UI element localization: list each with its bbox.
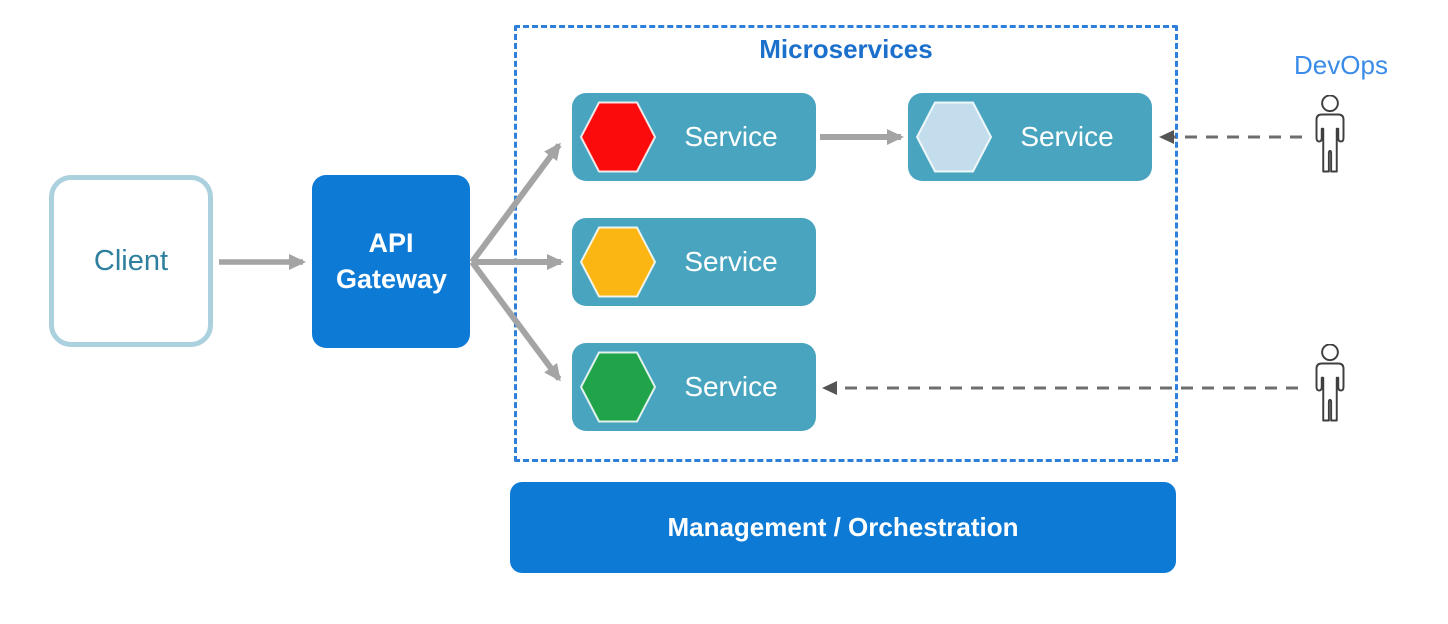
client-label: Client [93,244,169,277]
service-label: Service [684,246,778,277]
hexagon-icon [916,101,992,173]
hexagon-icon [580,226,656,298]
service-label: Service [684,371,778,402]
microservices-title: Microservices [759,34,933,64]
person-icon [1315,95,1345,173]
devops-label: DevOps [1294,50,1388,80]
hexagon-icon [580,101,656,173]
service-label: Service [684,121,778,152]
service-node-1: Service [572,93,816,181]
service-node-2: Service [908,93,1152,181]
api-gateway-node: API Gateway [312,175,470,348]
management-label: Management / Orchestration [667,512,1019,542]
person-icon [1315,344,1345,422]
service-node-3: Service [572,218,816,306]
client-node: Client [49,175,213,347]
service-node-4: Service [572,343,816,431]
management-orchestration-node: Management / Orchestration [510,482,1176,573]
hexagon-icon [580,351,656,423]
service-label: Service [1020,121,1114,152]
api-gateway-label: API Gateway [336,228,448,294]
